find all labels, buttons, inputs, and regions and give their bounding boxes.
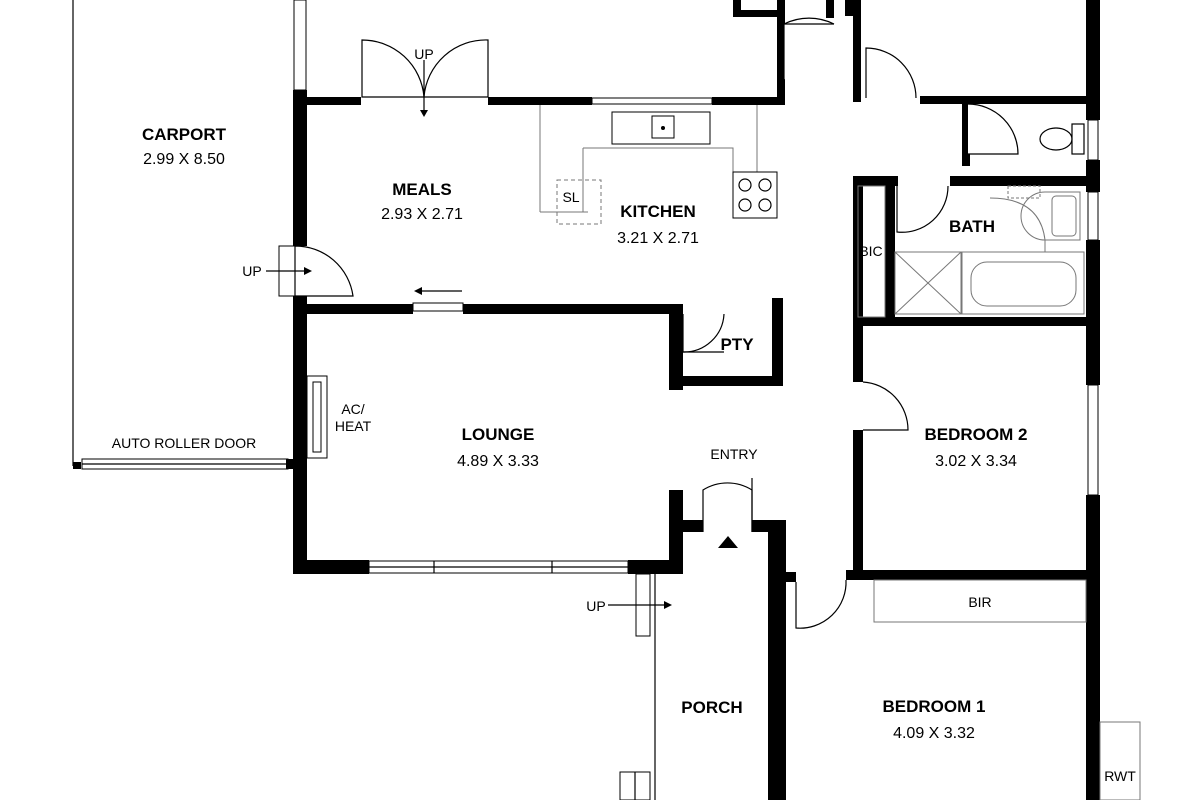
carport-outline [72, 0, 307, 470]
sl-label: SL [562, 189, 579, 205]
auto-roller-door-label: AUTO ROLLER DOOR [112, 435, 256, 451]
carport-name: CARPORT [142, 125, 227, 144]
bic-label: BIC [859, 243, 882, 259]
ac-label-line1: AC/ [341, 401, 364, 417]
doors [278, 17, 1019, 629]
carport-dims: 2.99 X 8.50 [143, 151, 225, 168]
ac-label-line2: HEAT [335, 418, 372, 434]
rwt-label: RWT [1104, 768, 1136, 784]
bedroom1-name: BEDROOM 1 [883, 697, 986, 716]
lounge-dims: 4.89 X 3.33 [457, 453, 539, 470]
arrows [266, 60, 672, 609]
kitchen-fixtures [539, 105, 778, 225]
pty-name: PTY [720, 335, 754, 354]
up-label-top: UP [414, 46, 433, 62]
kitchen-name: KITCHEN [620, 202, 696, 221]
bir-cupboard [873, 579, 1087, 623]
windows [368, 97, 1099, 574]
porch-outline [619, 573, 656, 800]
kitchen-dims: 3.21 X 2.71 [617, 230, 699, 247]
meals-name: MEALS [392, 180, 452, 199]
annotations: UP UP UP SL BIC AC/ HEAT AUTO ROLLER DOO… [112, 46, 1136, 784]
rwt-tank [1099, 721, 1141, 800]
porch-name: PORCH [681, 698, 742, 717]
bir-label: BIR [968, 594, 991, 610]
bedroom2-dims: 3.02 X 3.34 [935, 453, 1017, 470]
up-label-porch: UP [586, 598, 605, 614]
up-label-west: UP [242, 263, 261, 279]
meals-dims: 2.93 X 2.71 [381, 206, 463, 223]
lounge-name: LOUNGE [462, 425, 535, 444]
bath-fixtures [857, 123, 1085, 318]
room-labels: CARPORT 2.99 X 8.50 MEALS 2.93 X 2.71 KI… [142, 125, 1028, 742]
bedroom2-name: BEDROOM 2 [925, 425, 1028, 444]
bedroom1-dims: 4.09 X 3.32 [893, 725, 975, 742]
entry-label: ENTRY [710, 446, 758, 462]
bath-name: BATH [949, 217, 995, 236]
fireplace [306, 375, 328, 459]
walls [293, 0, 1100, 800]
